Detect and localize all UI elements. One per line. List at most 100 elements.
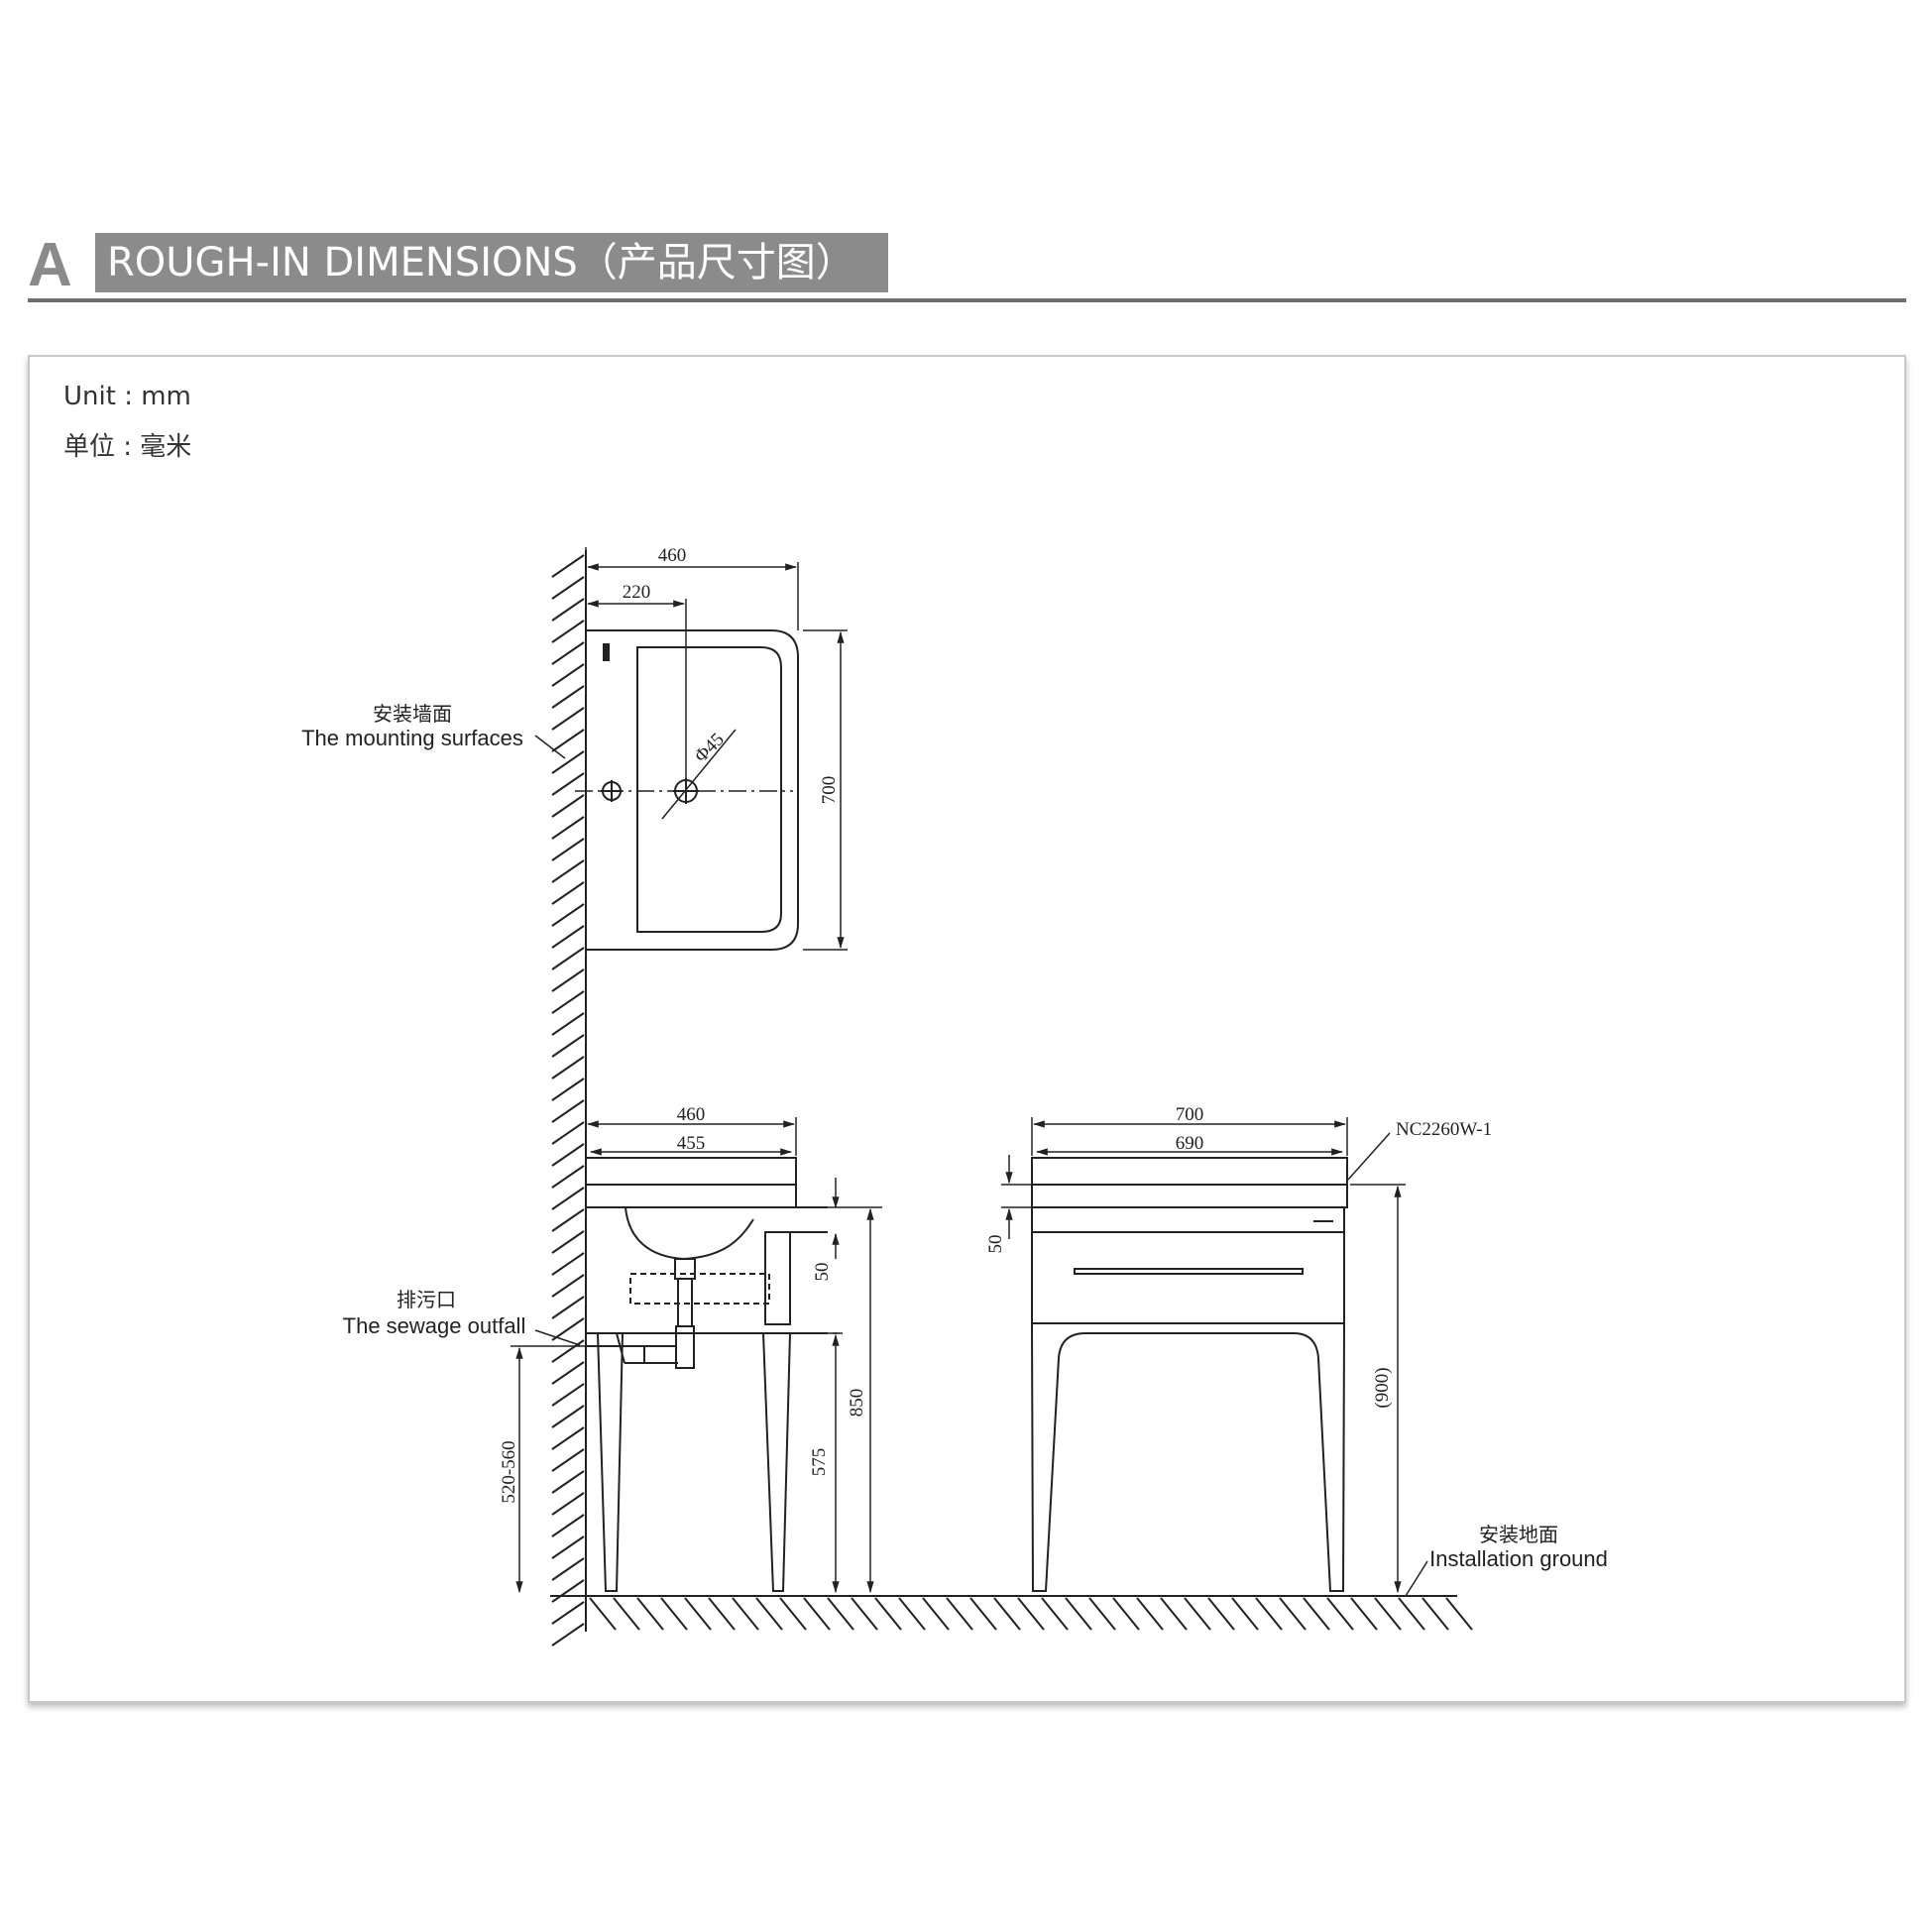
wall-hatch-line: [551, 1034, 585, 1058]
dim-drain-offset-label: 220: [623, 582, 651, 603]
installation-ground-label-cn: 安装地面: [1479, 1523, 1558, 1546]
wall-hatch-line: [551, 685, 585, 709]
wall-hatch-line: [551, 1514, 585, 1537]
wall-hatch-line: [551, 859, 585, 883]
header-divider: [28, 298, 1906, 302]
wall-hatch-line: [551, 1579, 585, 1603]
wall-hatch-line: [551, 1601, 585, 1625]
drawing-panel: [28, 355, 1906, 1703]
ground-hatch-line: [922, 1597, 950, 1631]
ground-hatch-line: [946, 1597, 973, 1631]
wall-hatch-line: [551, 1230, 585, 1254]
wall-hatch-line: [551, 1317, 585, 1341]
dim-side-height-label: 850: [847, 1389, 867, 1418]
wall-hatch-line: [551, 750, 585, 774]
ground-hatch-line: [779, 1597, 807, 1631]
ground-hatch-line: [684, 1597, 712, 1631]
ground-hatch-line: [636, 1597, 664, 1631]
wall-hatch-line: [551, 1012, 585, 1036]
dim-side-top-thickness-label: 50: [812, 1263, 833, 1282]
wall-hatch-line: [551, 925, 585, 949]
ground-hatch-line: [1088, 1597, 1116, 1631]
ground-hatch-line: [732, 1597, 759, 1631]
wall-hatch-line: [551, 1099, 585, 1123]
ground-hatch-line: [1207, 1597, 1235, 1631]
ground-hatch-line: [1160, 1597, 1188, 1631]
drain-hole-symbol: [661, 729, 737, 820]
wall-hatch-line: [551, 1121, 585, 1145]
wall-hatch-line: [551, 663, 585, 687]
installation-ground: [550, 1595, 1473, 1631]
wall-hatch-line: [551, 1187, 585, 1210]
dim-front-overall-height-label: (900): [1372, 1367, 1393, 1408]
ground-hatch-line: [851, 1597, 878, 1631]
wall-hatch-line: [551, 1492, 585, 1516]
wall-hatch-line: [551, 1208, 585, 1232]
mounting-surface-label-cn: 安装墙面: [373, 702, 452, 726]
ground-hatch-line: [993, 1597, 1021, 1631]
wall-hatch-line: [551, 1078, 585, 1101]
ground-hatch-line: [1445, 1597, 1473, 1631]
ground-hatch-line: [1398, 1597, 1425, 1631]
wall-hatch-line: [551, 968, 585, 992]
ground-hatch-line: [1184, 1597, 1211, 1631]
dim-outfall-height-label: 520-560: [499, 1440, 519, 1503]
wall-hatch-line: [551, 1339, 585, 1363]
wall-hatch-line: [551, 903, 585, 927]
sewage-outfall-label-cn: 排污口: [397, 1288, 456, 1311]
wall-hatch-line: [551, 816, 585, 840]
wall-hatch-line: [551, 1252, 585, 1276]
wall-hatch-line: [551, 1056, 585, 1080]
dim-depth-label: 700: [819, 776, 840, 805]
top-view-basin: [586, 629, 799, 951]
dim-front-top-thickness-label: 50: [985, 1235, 1006, 1254]
section-header: A ROUGH-IN DIMENSIONS（产品尺寸图）: [28, 231, 1906, 302]
wall-hatch-line: [551, 1361, 585, 1385]
unit-label-cn: 单位 : 毫米: [63, 432, 192, 462]
mounting-surface-label-en: The mounting surfaces: [301, 726, 523, 750]
wall-hatch-line: [551, 1383, 585, 1407]
dim-front-inner-width-label: 690: [1176, 1133, 1204, 1154]
wall-hatch-line: [551, 1405, 585, 1428]
dim-leg-height-label: 575: [809, 1448, 830, 1477]
model-leader: [1347, 1132, 1391, 1181]
drain-diameter-label: Φ45: [691, 729, 729, 766]
ground-hatch-line: [1350, 1597, 1378, 1631]
dim-side-inner-width-label: 455: [677, 1133, 706, 1154]
wall-hatch-line: [551, 729, 585, 752]
wall-hatch-line: [551, 576, 585, 600]
side-view-vanity: [585, 1157, 828, 1592]
ground-hatch-line: [898, 1597, 926, 1631]
dim-front-top-width-label: 700: [1176, 1104, 1204, 1125]
dim-side-top-width-label: 460: [677, 1104, 706, 1125]
ground-hatch-line: [1303, 1597, 1330, 1631]
wall-hatch-line: [551, 1535, 585, 1559]
sewage-outfall-label-en: The sewage outfall: [343, 1313, 526, 1338]
wall-hatch-line: [551, 838, 585, 861]
wall-hatch-line: [551, 881, 585, 905]
wall-hatch-line: [551, 1623, 585, 1647]
ground-hatch-line: [1374, 1597, 1402, 1631]
wall-hatch-line: [551, 554, 585, 578]
ground-hatch-line: [755, 1597, 783, 1631]
ground-hatch-line: [1279, 1597, 1307, 1631]
ground-hatch-line: [589, 1597, 617, 1631]
installation-ground-leader: [1405, 1560, 1428, 1597]
wall-hatch-line: [551, 1296, 585, 1319]
ground-hatch-line: [803, 1597, 831, 1631]
faucet-hole-symbol: [601, 780, 623, 802]
ground-hatch-line: [708, 1597, 736, 1631]
wall-hatch-line: [551, 990, 585, 1014]
ground-hatch-line: [1231, 1597, 1259, 1631]
ground-hatch-line: [1255, 1597, 1283, 1631]
wall-hatch-line: [551, 1470, 585, 1494]
wall-hatch-line: [551, 947, 585, 970]
ground-hatch-line: [1041, 1597, 1069, 1631]
wall-hatch-line: [551, 1274, 585, 1298]
wall-hatch-line: [551, 707, 585, 731]
wall-hatch-line: [551, 1557, 585, 1581]
wall-hatch-line: [551, 1143, 585, 1167]
ground-hatch-line: [1421, 1597, 1449, 1631]
installation-ground-label-en: Installation ground: [1429, 1546, 1608, 1571]
